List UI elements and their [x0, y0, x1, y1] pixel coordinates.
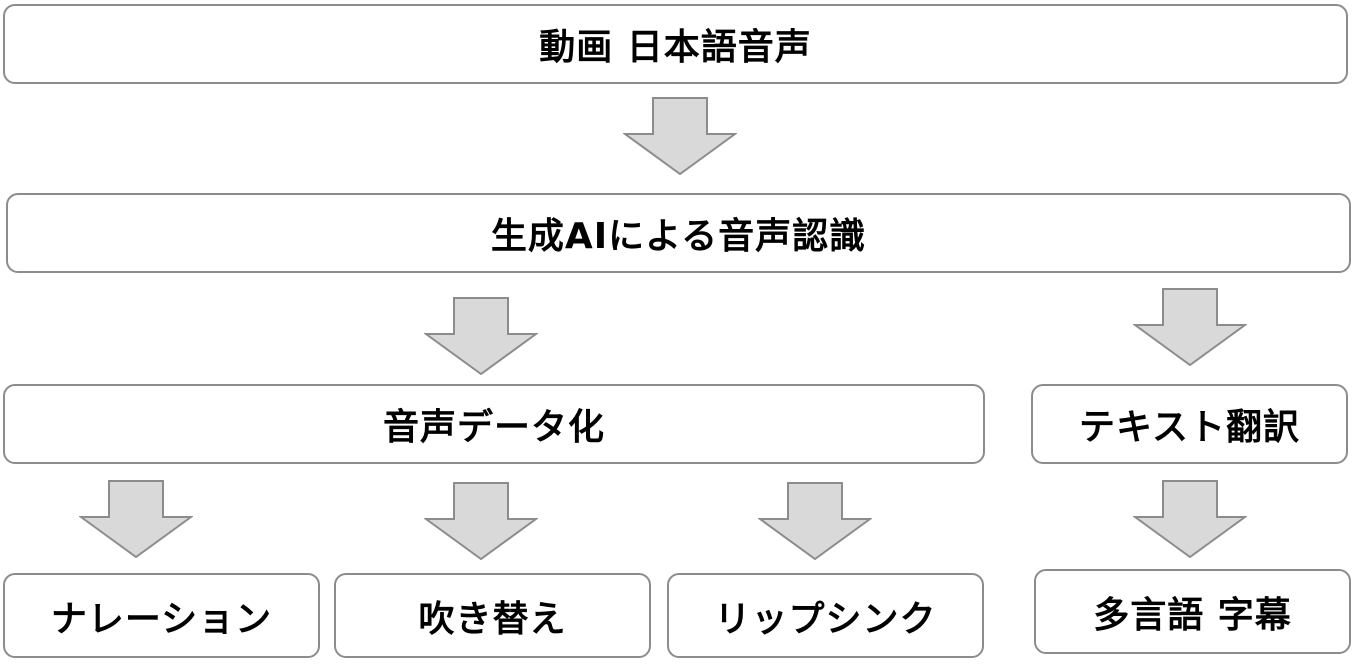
- text-translation-label: テキスト翻訳: [1079, 407, 1300, 448]
- source-video-audio-box: 動画 日本語音声: [3, 4, 1348, 84]
- down-arrow-icon: [424, 297, 538, 375]
- lip-sync-box: リップシンク: [667, 573, 984, 658]
- down-arrow-icon: [623, 97, 737, 175]
- voice-data-box: 音声データ化: [3, 384, 985, 464]
- voice-data-label: 音声データ化: [382, 407, 605, 448]
- narration-label: ナレーション: [50, 598, 273, 640]
- ai-speech-recognition-label: 生成AIによる音声認識: [490, 216, 867, 257]
- source-video-audio-label: 動画 日本語音声: [539, 27, 812, 68]
- multilingual-subtitles-label: 多言語 字幕: [1093, 594, 1292, 636]
- dubbing-label: 吹き替え: [418, 598, 567, 640]
- dubbing-box: 吹き替え: [334, 573, 651, 658]
- text-translation-box: テキスト翻訳: [1031, 384, 1348, 464]
- down-arrow-icon: [1133, 288, 1247, 366]
- down-arrow-icon: [1133, 480, 1247, 558]
- narration-box: ナレーション: [3, 573, 320, 658]
- ai-speech-recognition-box: 生成AIによる音声認識: [6, 193, 1351, 273]
- down-arrow-icon: [79, 480, 193, 558]
- down-arrow-icon: [758, 482, 872, 560]
- down-arrow-icon: [424, 482, 538, 560]
- lip-sync-label: リップシンク: [714, 598, 937, 640]
- multilingual-subtitles-box: 多言語 字幕: [1034, 569, 1351, 654]
